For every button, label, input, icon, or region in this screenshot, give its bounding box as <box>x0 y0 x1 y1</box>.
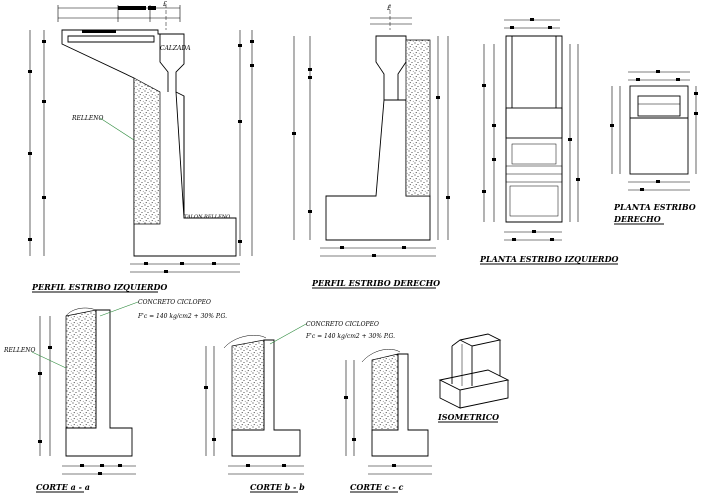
corte-c-view: CORTE c - c <box>344 349 432 493</box>
corte-a-view: RELLENO CONCRETO CICLOPEO F'c = 140 kg/c… <box>3 299 227 493</box>
label-fc-b: F'c = 140 kg/cm2 + 30% P.G. <box>305 333 395 340</box>
planta-derecho-view: PLANTA ESTRIBO DERECHO <box>610 70 698 225</box>
label-talon-relleno: TALON RELLENO <box>184 214 230 220</box>
title-perfil-derecho: PERFIL ESTRIBO DERECHO <box>311 278 440 288</box>
perfil-derecho-view: £ PERFIL ESTRIBO DERECHO <box>292 4 450 289</box>
label-concreto-a: CONCRETO CICLOPEO <box>138 299 211 306</box>
title-planta-derecho-line1: PLANTA ESTRIBO <box>613 202 696 212</box>
corte-b-view: CONCRETO CICLOPEO F'c = 140 kg/cm2 + 30%… <box>204 321 395 493</box>
label-relleno-left: RELLENO <box>71 115 103 122</box>
title-perfil-izquierdo: PERFIL ESTRIBO IZQUIERDO <box>31 282 167 292</box>
label-relleno-corte-a: RELLENO <box>3 347 35 354</box>
title-corte-b: CORTE b - b <box>250 482 305 492</box>
axis-symbol-left: £ <box>162 1 167 8</box>
label-concreto-b: CONCRETO CICLOPEO <box>306 321 379 328</box>
label-fc-a: F'c = 140 kg/cm2 + 30% P.G. <box>137 313 227 320</box>
title-isometrico: ISOMETRICO <box>437 412 499 422</box>
planta-izquierdo-view: PLANTA ESTRIBO IZQUIERDO <box>479 18 619 265</box>
label-calzada: CALZADA <box>160 45 191 52</box>
axis-symbol-right: £ <box>386 5 391 12</box>
isometrico-view: ISOMETRICO <box>437 333 510 423</box>
title-corte-c: CORTE c - c <box>350 482 403 492</box>
title-planta-izquierdo: PLANTA ESTRIBO IZQUIERDO <box>479 254 619 264</box>
title-planta-derecho-line2: DERECHO <box>613 214 661 224</box>
title-corte-a: CORTE a - a <box>36 482 90 492</box>
perfil-izquierdo-view: £ CALZADA RELLENO <box>28 1 254 293</box>
